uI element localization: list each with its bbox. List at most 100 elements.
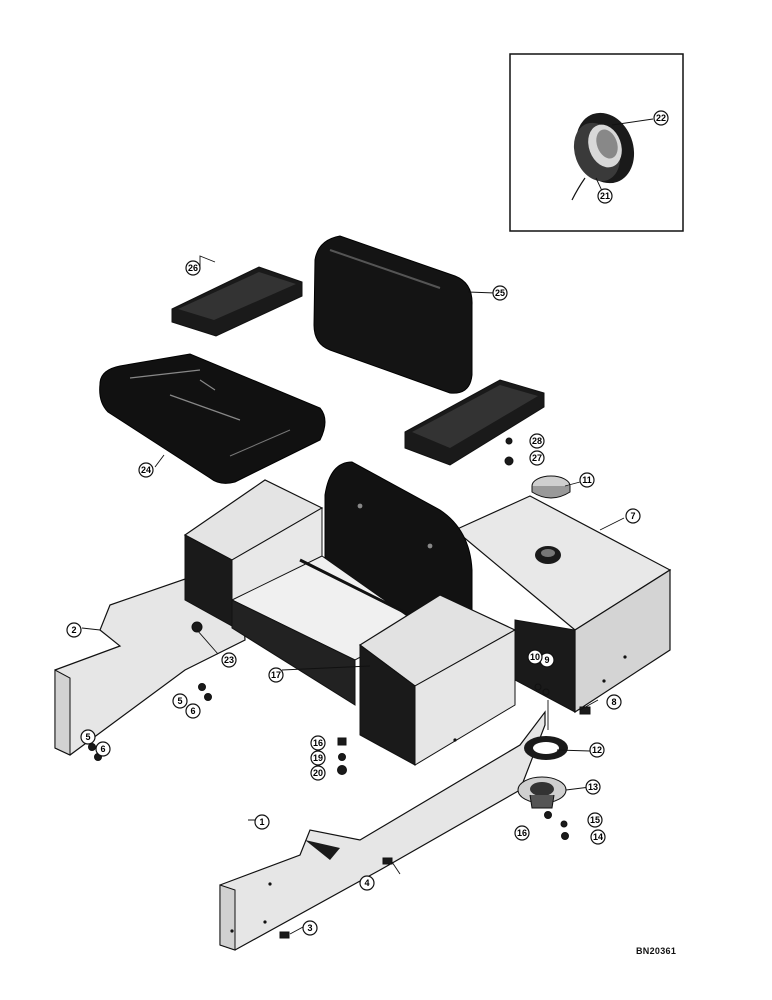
callout-circle (66, 622, 82, 638)
callout-circle (310, 765, 326, 781)
callout-circle (625, 508, 641, 524)
callout-circle (597, 188, 613, 204)
callout-c13: 13 (585, 779, 601, 795)
callout-c6b: 6 (95, 741, 111, 757)
hardware-bolts (88, 437, 591, 939)
fuel-tank (453, 495, 672, 714)
callout-c27: 27 (529, 450, 545, 466)
callout-circle (310, 735, 326, 751)
callout-circle (95, 741, 111, 757)
side-frame-right (219, 710, 546, 951)
seat-floor (230, 555, 421, 706)
callout-number: 9 (544, 655, 549, 665)
flange-fitting (517, 776, 567, 809)
callout-number: 4 (364, 878, 369, 888)
callout-c5a: 5 (172, 693, 188, 709)
seat-back-plate (324, 461, 473, 621)
callout-circle (587, 812, 603, 828)
callout-circle (185, 703, 201, 719)
callout-c24: 24 (138, 462, 154, 478)
armrest-pad-right (404, 379, 545, 466)
callout-c20: 20 (310, 765, 326, 781)
callout-circle (221, 652, 237, 668)
callout-circle (138, 462, 154, 478)
callout-c7: 7 (625, 508, 641, 524)
callout-number: 21 (600, 191, 610, 201)
callout-circle (606, 694, 622, 710)
callout-c21: 21 (597, 188, 613, 204)
inset-detail (509, 53, 684, 232)
callout-c2: 2 (66, 622, 82, 638)
callout-c28: 28 (529, 433, 545, 449)
callout-c16a: 16 (310, 735, 326, 751)
callout-number: 15 (590, 815, 600, 825)
callout-number: 16 (517, 828, 527, 838)
callout-number: 1 (259, 817, 264, 827)
callout-number: 27 (532, 453, 542, 463)
callout-circle (653, 110, 669, 126)
callout-number: 19 (313, 753, 323, 763)
callout-number: 17 (271, 670, 281, 680)
callout-c8: 8 (606, 694, 622, 710)
callout-number: 11 (582, 475, 592, 485)
callout-c4: 4 (359, 875, 375, 891)
callout-c12: 12 (589, 742, 605, 758)
callout-circle (589, 742, 605, 758)
callout-c25: 25 (492, 285, 508, 301)
callout-number: 20 (313, 768, 323, 778)
drawing-code: BN20361 (636, 946, 677, 956)
callout-c14: 14 (590, 829, 606, 845)
callout-c15: 15 (587, 812, 603, 828)
armrest-pad-left (171, 266, 303, 337)
leader-lines (81, 118, 654, 935)
callout-circle (359, 875, 375, 891)
callout-group: 1234556678910111213141516161719202122232… (66, 110, 669, 936)
callout-circle (80, 729, 96, 745)
callout-number: 28 (532, 436, 542, 446)
callout-number: 3 (307, 923, 312, 933)
callout-c16b: 16 (514, 825, 530, 841)
gauge-fitting-part (571, 112, 635, 201)
callout-circle (268, 667, 284, 683)
callout-c10: 10 (527, 649, 543, 665)
callout-c19: 19 (310, 750, 326, 766)
callout-circle (254, 814, 270, 830)
seat-box-right (358, 594, 517, 766)
filler-cap (531, 475, 571, 499)
callout-number: 24 (141, 465, 151, 475)
callout-circle (590, 829, 606, 845)
callout-number: 16 (313, 738, 323, 748)
callout-c3: 3 (302, 920, 318, 936)
callout-number: 2 (71, 625, 76, 635)
callout-number: 26 (188, 263, 198, 273)
callout-number: 6 (190, 706, 195, 716)
callout-circle (310, 750, 326, 766)
callout-circle (514, 825, 530, 841)
callout-number: 5 (85, 732, 90, 742)
seat-back-cushion (313, 235, 473, 394)
callout-number: 10 (530, 652, 540, 662)
callout-circle (302, 920, 318, 936)
callout-number: 6 (100, 744, 105, 754)
seat-bottom-cushion (99, 353, 326, 484)
callout-c5b: 5 (80, 729, 96, 745)
callout-number: 25 (495, 288, 505, 298)
callout-number: 23 (224, 655, 234, 665)
gasket-ring (524, 736, 568, 760)
callout-number: 5 (177, 696, 182, 706)
callout-number: 8 (611, 697, 616, 707)
callout-circle (579, 472, 595, 488)
callout-number: 7 (630, 511, 635, 521)
callout-c17: 17 (268, 667, 284, 683)
callout-circle (172, 693, 188, 709)
callout-c23: 23 (221, 652, 237, 668)
callout-c6a: 6 (185, 703, 201, 719)
callout-circle (492, 285, 508, 301)
callout-c26: 26 (185, 260, 201, 276)
callout-circle (585, 779, 601, 795)
callout-number: 14 (593, 832, 603, 842)
callout-c1: 1 (254, 814, 270, 830)
callout-number: 12 (592, 745, 602, 755)
callout-number: 13 (588, 782, 598, 792)
